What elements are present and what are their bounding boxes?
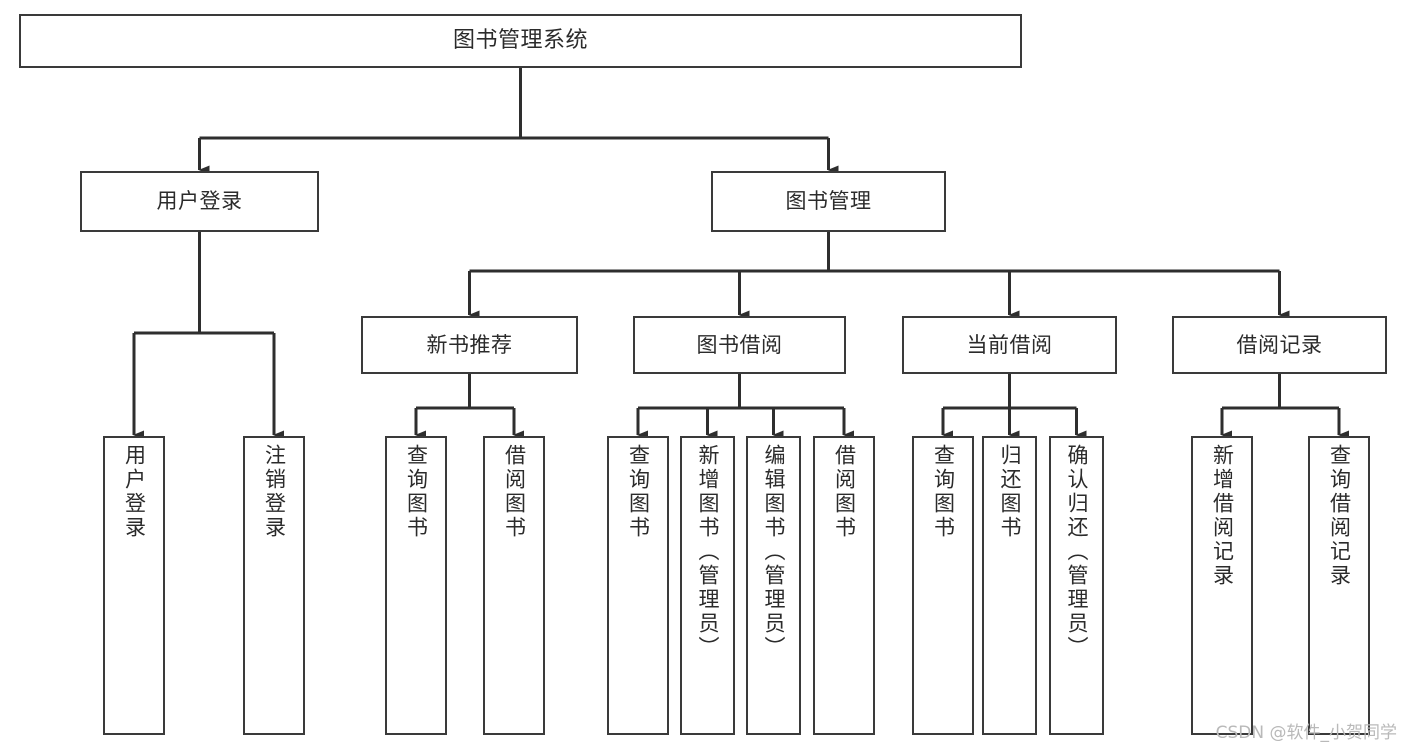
node-leaf-rec-query[interactable]: 查询图书 (385, 436, 447, 735)
node-label-book-borrow: 图书借阅 (696, 332, 783, 357)
node-label-leaf-brw-borrow: 借阅图书 (832, 444, 857, 540)
node-label-leaf-rec-borrow: 借阅图书 (502, 444, 527, 540)
node-label-leaf-user-logout: 注销登录 (262, 444, 287, 540)
node-leaf-cur-return[interactable]: 归还图书 (982, 436, 1037, 735)
node-label-new-book-rec: 新书推荐 (426, 332, 513, 357)
node-borrow-record[interactable]: 借阅记录 (1172, 316, 1387, 374)
node-new-book-rec[interactable]: 新书推荐 (361, 316, 578, 374)
node-label-leaf-user-login: 用户登录 (122, 444, 147, 540)
node-book-manage[interactable]: 图书管理 (711, 171, 946, 232)
node-leaf-brw-add[interactable]: 新增图书（管理员） (680, 436, 735, 735)
node-leaf-brw-edit[interactable]: 编辑图书（管理员） (746, 436, 801, 735)
node-label-leaf-cur-confirm: 确认归还（管理员） (1065, 444, 1089, 660)
node-leaf-brw-borrow[interactable]: 借阅图书 (813, 436, 875, 735)
node-leaf-rec-search[interactable]: 查询借阅记录 (1308, 436, 1370, 735)
edge-paths (132, 68, 1349, 440)
node-label-user-login: 用户登录 (156, 189, 243, 214)
node-label-current-borrow: 当前借阅 (966, 332, 1053, 357)
node-leaf-user-logout[interactable]: 注销登录 (243, 436, 305, 735)
node-user-login[interactable]: 用户登录 (80, 171, 319, 232)
node-leaf-rec-borrow[interactable]: 借阅图书 (483, 436, 545, 735)
node-label-leaf-rec-query: 查询图书 (404, 444, 429, 540)
node-label-book-manage: 图书管理 (785, 189, 872, 214)
node-label-borrow-record: 借阅记录 (1236, 332, 1323, 357)
node-label-leaf-brw-edit: 编辑图书（管理员） (762, 444, 786, 660)
node-label-leaf-cur-return: 归还图书 (998, 444, 1022, 540)
node-label-root: 图书管理系统 (452, 28, 588, 54)
node-book-borrow[interactable]: 图书借阅 (633, 316, 846, 374)
node-current-borrow[interactable]: 当前借阅 (902, 316, 1117, 374)
node-root[interactable]: 图书管理系统 (19, 14, 1022, 68)
node-leaf-brw-query[interactable]: 查询图书 (607, 436, 669, 735)
node-label-leaf-rec-search: 查询借阅记录 (1327, 444, 1352, 588)
node-leaf-user-login[interactable]: 用户登录 (103, 436, 165, 735)
node-leaf-rec-add[interactable]: 新增借阅记录 (1191, 436, 1253, 735)
node-leaf-cur-confirm[interactable]: 确认归还（管理员） (1049, 436, 1104, 735)
node-label-leaf-brw-add: 新增图书（管理员） (696, 444, 720, 660)
node-label-leaf-cur-query: 查询图书 (931, 444, 956, 540)
node-label-leaf-rec-add: 新增借阅记录 (1210, 444, 1235, 588)
node-label-leaf-brw-query: 查询图书 (626, 444, 651, 540)
node-leaf-cur-query[interactable]: 查询图书 (912, 436, 974, 735)
watermark-label: CSDN @软件_小贺同学 (1215, 723, 1397, 743)
